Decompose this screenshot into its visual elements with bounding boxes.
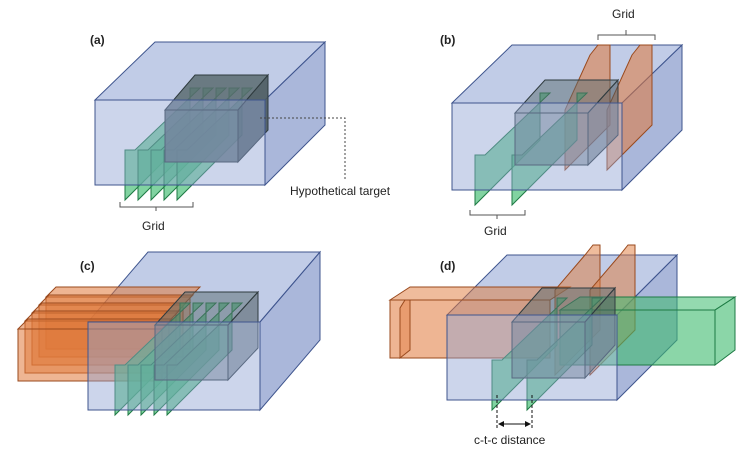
hypothetical-target-label: Hypothetical target <box>290 184 391 198</box>
panel-c-target <box>153 290 260 382</box>
panel-a-target <box>163 73 270 164</box>
panel-a-grid-brace <box>119 202 194 208</box>
panel-b-grid-brace-bottom <box>469 210 526 216</box>
panel-label-c: (c) <box>80 259 95 273</box>
panel-label-b: (b) <box>440 33 455 47</box>
panel-label-a: (a) <box>90 33 105 47</box>
panel-b-box-front <box>451 102 623 191</box>
grid-label-a: Grid <box>142 219 165 233</box>
panel-d-box-front <box>446 314 618 401</box>
panel-b-grid-brace-top <box>597 34 656 40</box>
panel-label-d: (d) <box>440 259 455 273</box>
panel-b: (b) Grid Grid <box>440 7 684 238</box>
panel-d-target <box>510 286 617 380</box>
panel-a: (a) Grid Hypothetical target <box>90 33 391 233</box>
grid-label-b-top: Grid <box>612 7 635 21</box>
panel-a-target-leader <box>260 117 346 180</box>
panel-a-box-front <box>94 99 266 186</box>
panel-c: (c) <box>16 250 322 417</box>
panel-d: (d) c-t-c distance <box>388 244 737 447</box>
grid-label-b-bottom: Grid <box>484 224 507 238</box>
ctc-distance-label: c-t-c distance <box>474 433 546 447</box>
panel-c-box-front <box>87 321 261 411</box>
panel-b-target <box>513 78 620 167</box>
